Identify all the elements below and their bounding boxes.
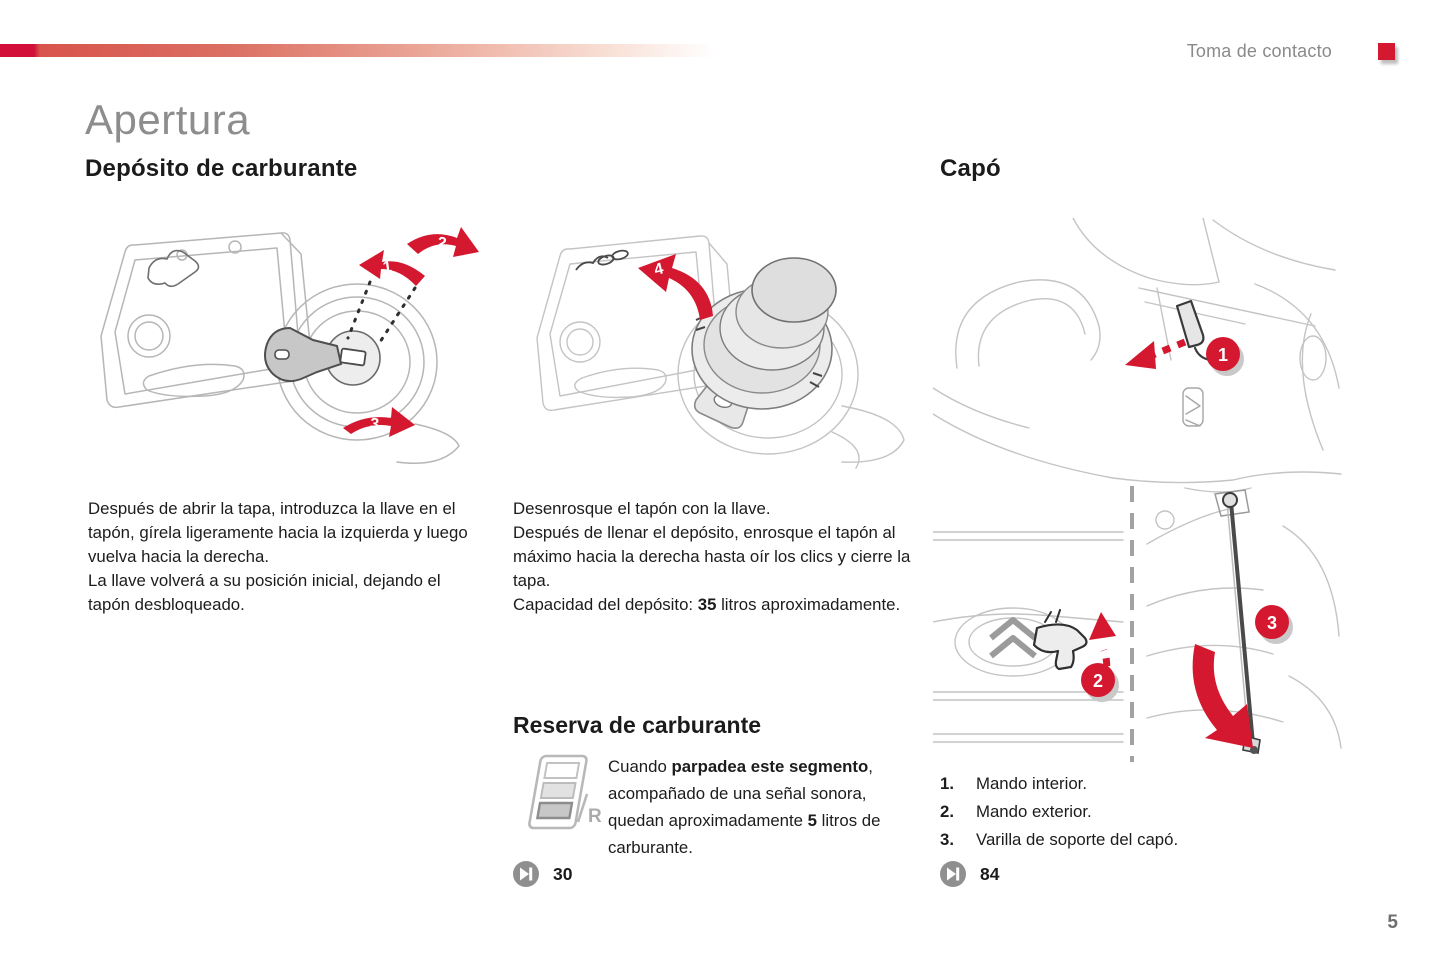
- badge-2: 2: [1081, 663, 1119, 702]
- hood-heading: Capó: [940, 155, 1001, 182]
- skip-forward-icon: [940, 861, 966, 887]
- gauge-reserve-letter: R: [588, 806, 602, 827]
- hood-page-number: 84: [980, 863, 1000, 884]
- key-hole: [274, 349, 290, 360]
- fuel-open-paragraph-2: La llave volverá a su posición inicial, …: [88, 571, 441, 614]
- engine-bay-sketch: [1146, 487, 1342, 749]
- hood-support-rod: [1214, 489, 1261, 754]
- hood-exterior-rod-illustration: 2 3: [933, 486, 1342, 762]
- gauge-segment-reserve: [535, 801, 574, 820]
- lift-direction-arrowhead: [1089, 612, 1116, 640]
- list-item: 2. Mando exterior.: [940, 798, 1340, 826]
- reserve-text-suffix: litros de carburante.: [608, 811, 881, 857]
- capacity-value: 35: [697, 595, 717, 614]
- reserve-text-prefix: Cuando: [608, 757, 672, 776]
- header-right: Toma de contacto: [1187, 41, 1395, 62]
- fuel-cap-removed-illustration: 4: [536, 235, 905, 469]
- removed-fuel-cap: [691, 257, 837, 429]
- badge-2-label: 2: [1093, 671, 1103, 691]
- chapter-marker-square: [1378, 43, 1395, 60]
- list-item-number: 2.: [940, 802, 954, 821]
- fuel-reserve-page-number: 30: [553, 863, 573, 884]
- skip-forward-icon: [513, 861, 539, 887]
- list-item-label: Mando exterior.: [976, 802, 1092, 821]
- arrow-label-4: 4: [653, 260, 666, 279]
- remove-cap-arrow: [638, 254, 713, 320]
- page-title: Apertura: [85, 96, 251, 143]
- badge-3: 3: [1255, 605, 1293, 644]
- capacity-prefix: Capacidad del depósito:: [513, 595, 698, 614]
- fuel-close-paragraphs: Desenrosque el tapón con la llave. Despu…: [513, 497, 911, 617]
- turn-right-arrow: [407, 227, 479, 257]
- header-red-bar: [0, 44, 715, 57]
- list-item: 3. Varilla de soporte del capó.: [940, 826, 1340, 854]
- fuel-close-paragraph-2: Después de llenar el depósito, enrosque …: [513, 523, 911, 590]
- badge-3-label: 3: [1267, 613, 1277, 633]
- arrow-label-2: 2: [436, 234, 448, 252]
- hood-page-reference: 84: [940, 861, 999, 887]
- rod-swing-arrow: [1192, 644, 1253, 748]
- fuel-open-paragraphs: Después de abrir la tapa, introduzca la …: [88, 497, 482, 617]
- fuel-flap-key-illustration: 1 2 3: [100, 227, 479, 465]
- fuel-tank-heading: Depósito de carburante: [85, 155, 358, 182]
- fuel-open-paragraph-1: Después de abrir la tapa, introduzca la …: [88, 499, 468, 566]
- key-slot: [339, 347, 367, 367]
- fuel-close-paragraph-1: Desenrosque el tapón con la llave.: [513, 499, 771, 518]
- fuel-reserve-heading: Reserva de carburante: [513, 712, 762, 738]
- pull-direction-arrowhead: [1125, 341, 1156, 369]
- fuel-gauge-reserve-icon: R: [528, 754, 602, 830]
- key: [264, 326, 343, 383]
- arrow-label-1: 1: [382, 258, 393, 276]
- turn-left-arrow: [359, 250, 425, 286]
- citroen-chevrons-logo: [989, 617, 1037, 659]
- badge-1-label: 1: [1218, 345, 1228, 365]
- unscrew-arrow: [343, 407, 415, 437]
- list-item-label: Mando interior.: [976, 774, 1088, 793]
- fuel-reserve-page-reference: 30: [513, 861, 572, 887]
- hood-interior-release-illustration: 1: [933, 218, 1342, 484]
- arrow-label-3: 3: [369, 416, 380, 434]
- reserve-text-mid: , acompañado de una señal sonora, quedan…: [608, 757, 873, 830]
- page-number: 5: [1387, 912, 1398, 933]
- chapter-label: Toma de contacto: [1186, 41, 1332, 61]
- exterior-release-lever: [1032, 609, 1088, 671]
- list-item-number: 1.: [940, 774, 954, 793]
- list-item-label: Varilla de soporte del capó.: [976, 830, 1179, 849]
- pointer-dashes: [346, 280, 417, 344]
- hood-legend-list: 1. Mando interior. 2. Mando exterior. 3.…: [940, 770, 1340, 854]
- reserve-liters-value: 5: [807, 811, 817, 830]
- interior-release-lever: [1175, 299, 1212, 362]
- fuel-capacity-line: Capacidad del depósito: 35 litros aproxi…: [513, 593, 911, 617]
- gauge-slash: [576, 793, 589, 823]
- capacity-suffix: litros aproximadamente.: [716, 595, 901, 614]
- fuel-reserve-paragraph: Cuando parpadea este segmento, acompañad…: [608, 753, 914, 861]
- gauge-segment-top: [543, 762, 581, 779]
- reserve-text-bold: parpadea este segmento: [671, 757, 869, 776]
- list-item: 1. Mando interior.: [940, 770, 1340, 798]
- gauge-segment-middle: [539, 782, 577, 799]
- badge-1: 1: [1206, 337, 1244, 376]
- pull-direction-dashes: [1151, 338, 1187, 359]
- flap-hinge-detail: [147, 249, 200, 288]
- list-item-number: 3.: [940, 830, 954, 849]
- cap-tether-detail: [575, 249, 629, 271]
